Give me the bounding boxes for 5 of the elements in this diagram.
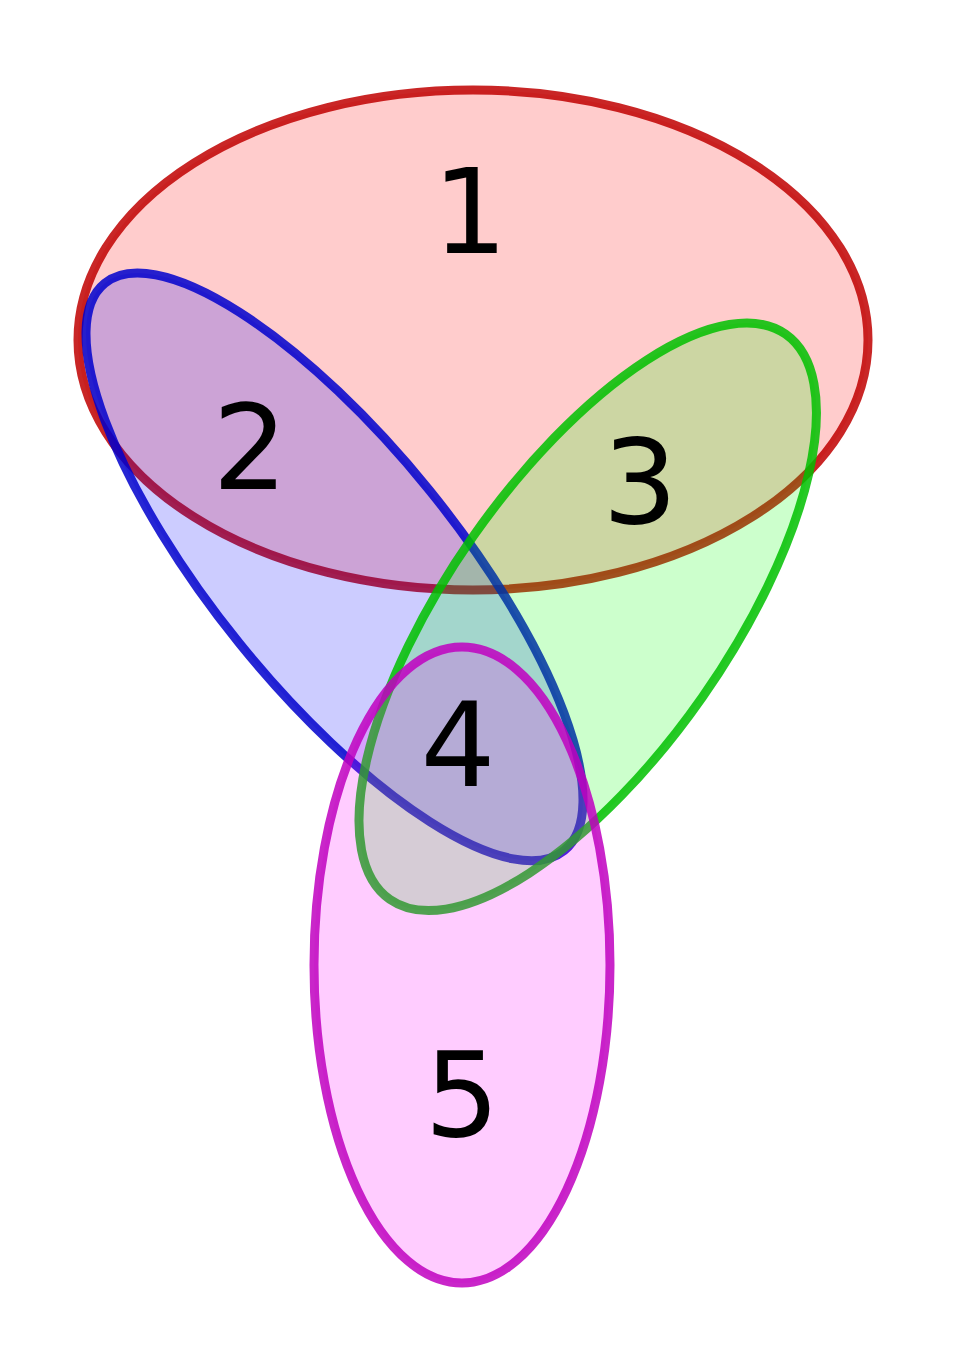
set-number: 2 [212, 389, 288, 507]
set-number: 5 [424, 1036, 500, 1154]
set-number: 3 [602, 423, 678, 541]
region-number: 4 [420, 686, 496, 804]
set-number: 1 [432, 153, 508, 271]
